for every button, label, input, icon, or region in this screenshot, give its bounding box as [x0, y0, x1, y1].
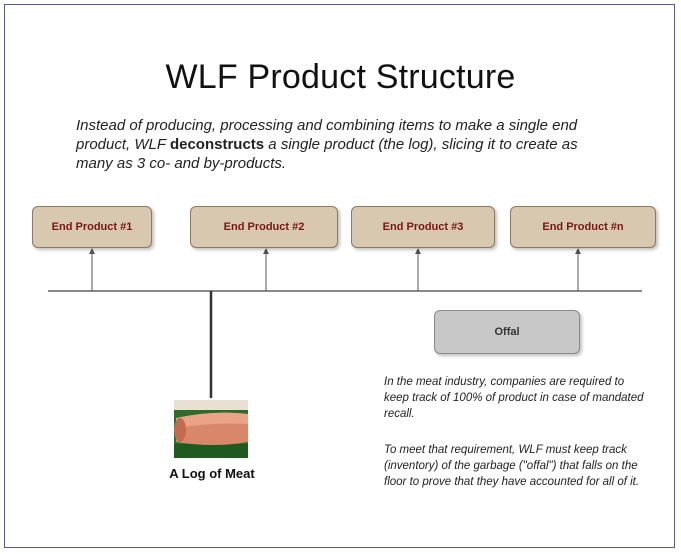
intro-bold-word: deconstructs [169, 136, 265, 153]
offal-box: Offal [434, 310, 580, 354]
end-product-1-box: End Product #1 [32, 206, 152, 248]
intro-text-before: Instead of producing, processing and com… [76, 117, 578, 153]
log-caption: A Log of Meat [169, 466, 255, 481]
offal-tracking-note: To meet that requirement, WLF must keep … [384, 444, 640, 488]
end-product-3-box: End Product #3 [351, 206, 495, 248]
end-product-n-box: End Product #n [510, 206, 656, 248]
intro-paragraph: Instead of producing, processing and com… [76, 116, 616, 173]
meat-log-image [174, 400, 248, 458]
end-product-2-box: End Product #2 [190, 206, 338, 248]
slide-frame [4, 4, 675, 548]
intro-text-after: a single product (the log), slicing it t… [76, 136, 578, 172]
slide-title: WLF Product Structure [165, 58, 516, 96]
recall-note: In the meat industry, companies are requ… [384, 376, 644, 420]
